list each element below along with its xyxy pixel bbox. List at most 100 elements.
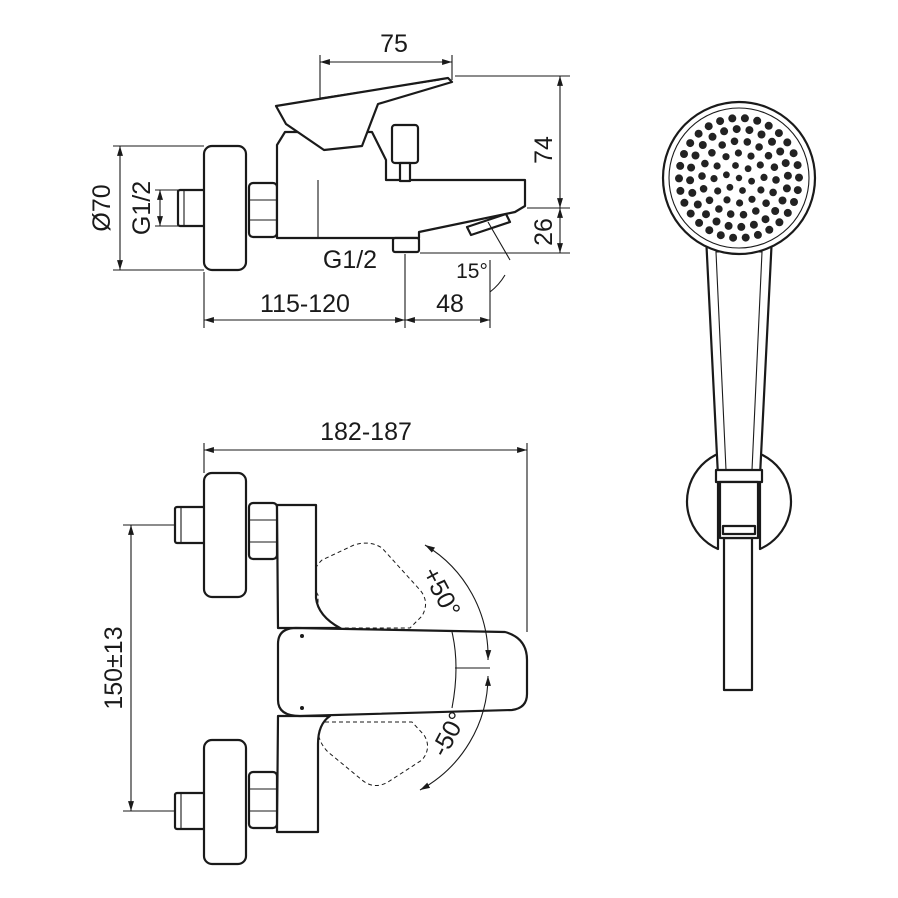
nozzle	[757, 130, 766, 139]
nozzle	[770, 163, 779, 171]
nozzle	[732, 125, 741, 134]
nozzle	[768, 137, 776, 146]
nozzle	[702, 210, 710, 219]
nozzle	[793, 161, 802, 170]
nozzle	[790, 198, 798, 206]
nozzle	[781, 159, 790, 168]
dim-angle-minus: -50°	[426, 707, 472, 761]
nozzle	[720, 127, 729, 136]
nozzle	[740, 114, 749, 123]
side-view	[176, 76, 527, 272]
nozzle	[688, 188, 697, 197]
dim-74: 74	[530, 136, 558, 164]
nozzle	[736, 199, 744, 207]
nozzle	[716, 231, 725, 240]
nozzle	[680, 198, 689, 207]
nozzle	[699, 185, 708, 193]
dim-thread-outlet: G1/2	[323, 246, 377, 274]
nozzle	[676, 161, 685, 170]
nozzle	[687, 163, 696, 172]
dim-thread-inlet: G1/2	[128, 181, 156, 235]
nozzle	[716, 117, 725, 126]
nozzle	[730, 137, 739, 146]
nozzle	[761, 215, 770, 224]
nozzle	[753, 116, 762, 125]
nozzle	[739, 210, 748, 219]
nozzle	[726, 210, 735, 218]
nozzle	[764, 151, 773, 160]
nozzle	[713, 162, 721, 170]
nozzle	[704, 122, 713, 131]
nozzle	[749, 220, 758, 229]
nozzle	[694, 129, 703, 138]
nozzle	[728, 114, 737, 123]
nozzle	[765, 225, 774, 234]
nozzle	[680, 150, 688, 158]
dim-48: 48	[436, 290, 464, 318]
nozzle	[753, 230, 762, 239]
nozzle	[760, 173, 768, 181]
nozzle	[769, 188, 777, 197]
nozzle	[729, 233, 738, 242]
nozzle	[686, 176, 695, 185]
side-view-dimensions: 75 74 26 Ø70 G1/2 G1/2 15° 115-120 48	[88, 30, 570, 328]
nozzle	[701, 159, 709, 168]
nozzle	[748, 177, 755, 185]
nozzle	[764, 121, 773, 130]
nozzle	[726, 183, 734, 191]
nozzle	[795, 173, 803, 182]
nozzle	[756, 161, 764, 169]
nozzle	[743, 138, 752, 146]
dim-centers: 150±13	[100, 626, 128, 709]
nozzle	[686, 209, 695, 218]
hand-shower	[661, 100, 817, 692]
nozzle	[714, 187, 722, 195]
nozzle	[789, 149, 798, 158]
nozzle	[722, 153, 730, 161]
nozzle	[698, 141, 707, 149]
nozzle	[723, 171, 730, 179]
dim-depth-range: 115-120	[260, 290, 350, 318]
nozzle	[724, 221, 733, 230]
nozzle	[776, 147, 785, 156]
nozzle	[783, 171, 792, 180]
handle-up-position	[312, 542, 426, 629]
nozzle	[774, 129, 783, 138]
nozzle	[778, 196, 787, 205]
nozzle	[675, 174, 683, 183]
nozzle	[691, 151, 700, 160]
nozzle	[775, 218, 784, 227]
nozzle	[698, 172, 706, 180]
nozzle	[708, 149, 716, 157]
nozzle	[708, 132, 717, 141]
nozzle	[686, 139, 695, 148]
nozzle	[676, 186, 685, 195]
nozzle	[772, 176, 780, 184]
nozzle	[710, 175, 718, 183]
dim-26: 26	[530, 218, 558, 246]
nozzle	[747, 152, 755, 160]
nozzle	[783, 138, 792, 147]
nozzle	[752, 207, 760, 215]
nozzle	[745, 126, 754, 135]
nozzle	[732, 162, 739, 169]
handle-down-position	[317, 721, 428, 786]
nozzle	[715, 205, 723, 213]
dim-width-range: 182-187	[320, 418, 412, 446]
nozzle	[737, 222, 746, 231]
nozzle	[712, 217, 721, 226]
nozzle	[793, 186, 802, 195]
dim-75: 75	[380, 30, 408, 58]
nozzle	[762, 199, 770, 207]
nozzle	[734, 149, 743, 157]
nozzle	[757, 186, 765, 194]
nozzle-pattern	[675, 114, 803, 242]
nozzle	[705, 226, 714, 235]
nozzle	[744, 165, 752, 173]
nozzle	[695, 218, 704, 227]
nozzle	[718, 141, 726, 149]
nozzle	[782, 184, 791, 193]
nozzle	[739, 187, 746, 194]
nozzle	[723, 196, 731, 204]
